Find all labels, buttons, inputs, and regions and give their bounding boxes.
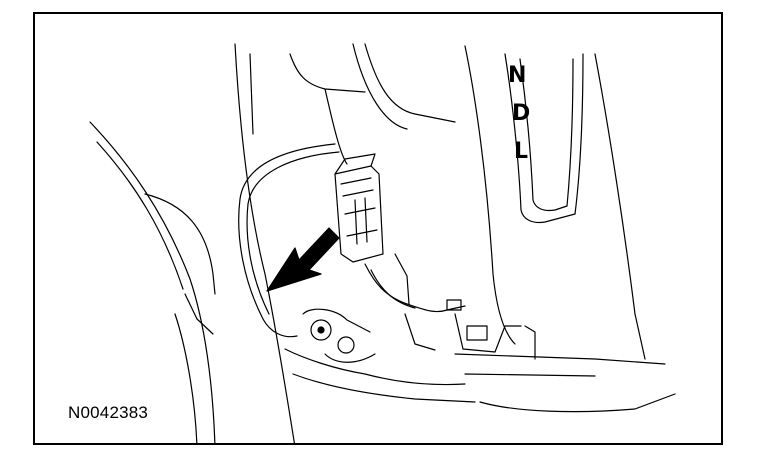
shift-position-l: L <box>514 139 528 164</box>
illustration: N D L <box>89 43 676 443</box>
shift-position-d: D <box>512 101 530 126</box>
electrical-connector <box>334 153 384 263</box>
locator-arrow <box>266 227 340 292</box>
shift-indicator-plate: N D L <box>464 45 646 360</box>
mounting-bracket <box>302 308 536 363</box>
shift-position-n: N <box>508 63 526 88</box>
console-housing <box>234 43 676 443</box>
figure-id-label: N0042383 <box>68 403 149 422</box>
wiring-harness <box>238 143 466 338</box>
left-trim-panel <box>89 121 216 443</box>
figure-frame: N D L <box>33 12 723 445</box>
